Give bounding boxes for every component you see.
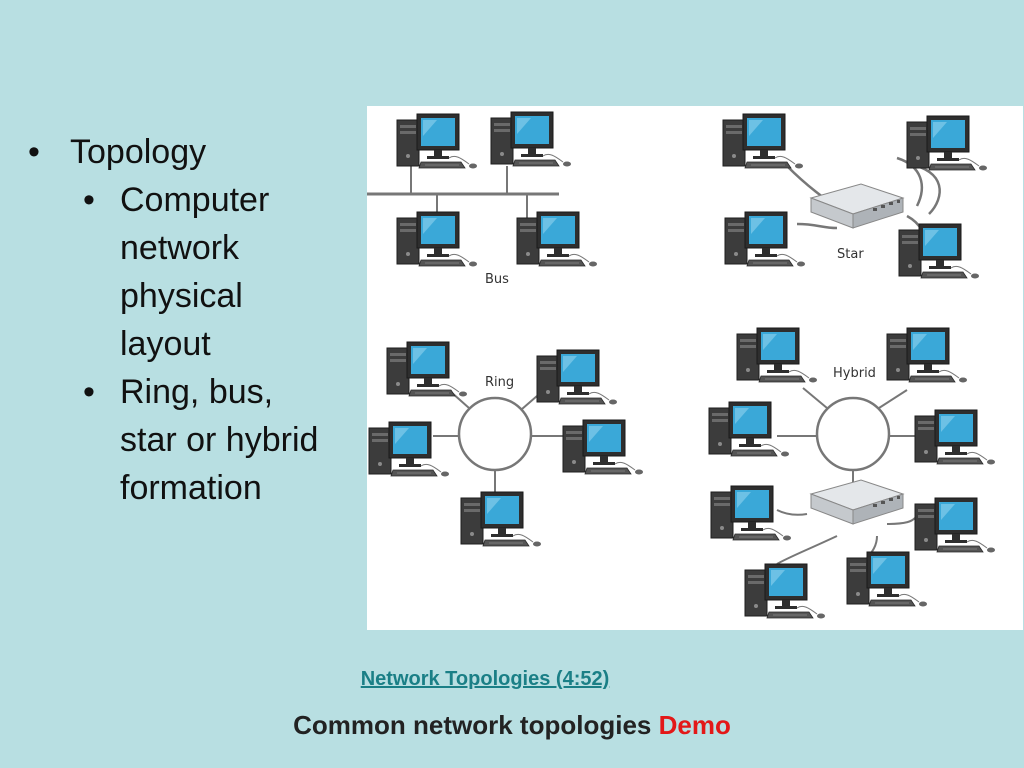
bus-label: Bus <box>485 272 509 287</box>
demo-label[interactable]: Demo <box>658 710 731 740</box>
network-topologies-video-link[interactable]: Network Topologies (4:52) <box>360 668 610 690</box>
bullet-list: Topology Computer network physical layou… <box>28 128 348 512</box>
bullet-topology: Topology <box>28 128 348 176</box>
star-topology: Star <box>722 113 988 279</box>
hybrid-label: Hybrid <box>833 366 876 381</box>
topology-diagram: Bus Star <box>367 106 1023 630</box>
bus-topology: Bus <box>367 111 598 287</box>
bullet-formations: Ring, bus, star or hybrid formation <box>28 368 348 512</box>
ring-topology: Ring <box>368 341 644 547</box>
ring-label: Ring <box>485 375 514 390</box>
video-link-row: Network Topologies (4:52) <box>0 668 1024 691</box>
bullet-physical-layout: Computer network physical layout <box>28 176 348 368</box>
hybrid-topology: Hybrid <box>708 327 996 619</box>
star-label: Star <box>837 247 864 262</box>
caption: Common network topologies Demo <box>0 710 1024 741</box>
caption-text: Common network topologies <box>293 710 652 740</box>
topology-diagram-svg: Bus Star <box>367 111 996 619</box>
